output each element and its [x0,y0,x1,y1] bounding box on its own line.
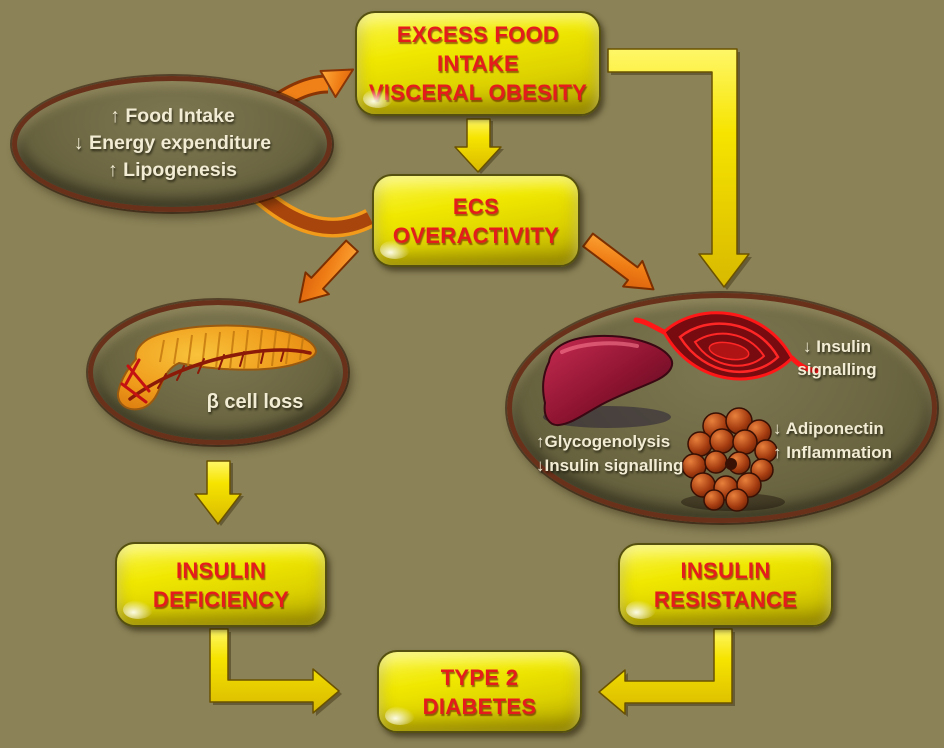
liver-label-line: ↑Glycogenolysis [536,432,671,451]
node-line: VISCERAL OBESITY [368,80,588,105]
arrow-insulin-resistance-to-type2 [598,628,733,715]
node-line: EXCESS FOOD [396,22,560,47]
muscle-label-line: ↓ Insulin [803,337,871,356]
node-line: OVERACTIVITY [392,222,560,248]
liver-label-line: ↓Insulin signalling [536,456,684,475]
node-line: ECS [452,193,500,219]
lifestyle-line: ↓ Energy expenditure [73,132,272,154]
muscle-insulin-signalling-label: ↓ Insulin signalling [782,335,892,381]
skeletal-muscle-icon [633,311,820,381]
node-excess-food-intake: EXCESS FOOD INTAKE VISCERAL OBESITY [355,11,601,116]
node-insulin-resistance: INSULIN RESISTANCE [618,543,833,627]
lifestyle-factors-label: ↑ Food Intake ↓ Energy expenditure ↑ Lip… [30,103,315,184]
node-line: DIABETES [422,693,537,719]
node-line: DEFICIENCY [152,586,290,612]
adipose-label-line: ↓ Adiponectin [773,419,884,438]
node-line: TYPE 2 [440,664,519,690]
liver-glycogenolysis-label: ↑Glycogenolysis ↓Insulin signalling [536,430,711,478]
arrow-pancreas-to-insulin-deficiency [194,460,242,525]
arrow-ecs-to-periphery [582,232,655,291]
adipose-tissue-icon [681,407,785,512]
pancreas-icon [116,324,318,411]
lifestyle-line: ↑ Food Intake [110,105,235,127]
node-line: INSULIN [680,558,771,583]
arrow-excess-to-periphery [607,48,750,288]
adipose-adiponectin-label: ↓ Adiponectin ↑ Inflammation [773,417,921,465]
beta-cell-loss-label: β cell loss [206,391,304,413]
node-line: RESISTANCE [653,587,798,612]
node-insulin-deficiency: INSULIN DEFICIENCY [115,542,327,627]
arrow-ecs-to-pancreas [298,239,359,304]
liver-icon [542,334,674,428]
arrow-excess-to-ecs [454,118,502,173]
muscle-label-line: signalling [797,360,877,379]
lifestyle-line: ↑ Lipogenesis [108,159,237,181]
adipose-label-line: ↑ Inflammation [773,443,893,462]
node-line: INSULIN [175,557,267,583]
node-line: INTAKE [436,51,520,76]
node-ecs-overactivity: ECS OVERACTIVITY [372,174,580,267]
ellipse-lifestyle-factors [12,76,332,212]
arrow-insulin-deficiency-to-type2 [209,628,340,714]
node-type2-diabetes: TYPE 2 DIABETES [377,650,582,733]
